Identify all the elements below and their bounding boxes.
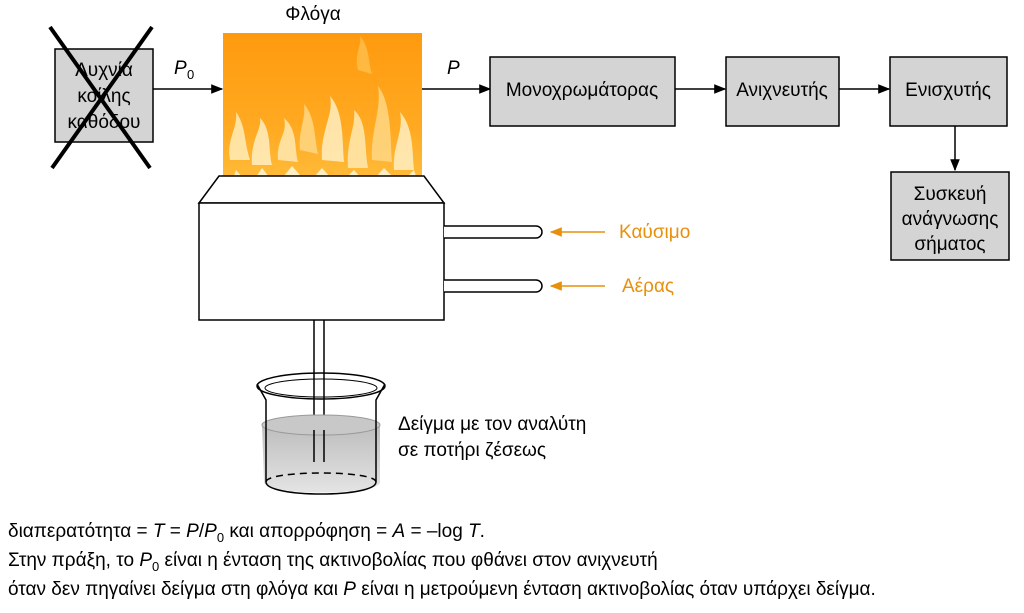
readout-label-line2: ανάγνωσης	[902, 209, 999, 230]
sample-label-line1: Δείγμα με τον αναλύτη	[398, 414, 586, 435]
sample-label-line2: σε ποτήρι ζέσεως	[398, 440, 546, 461]
p-label: P	[447, 58, 460, 79]
flame-title: Φλόγα	[285, 4, 340, 25]
flame	[223, 33, 422, 194]
readout-label-line1: Συσκευή	[914, 184, 987, 205]
p0-subscript: 0	[187, 67, 194, 82]
caption-line-1: διαπερατότητα = T = P/P0 και απορρόφηση …	[8, 521, 485, 545]
detector-label: Ανιχνευτής	[736, 80, 828, 101]
p0-label: P	[174, 58, 187, 79]
monochromator-label: Μονοχρωμάτορας	[506, 80, 658, 101]
readout-label-line3: σήματος	[914, 234, 985, 255]
monochromator-box	[489, 56, 676, 127]
amplifier-label: Ενισχυτής	[905, 80, 991, 101]
beaker	[256, 372, 386, 495]
amplifier-box	[889, 56, 1008, 127]
air-inlet-tube	[444, 279, 543, 293]
fuel-label: Καύσιμο	[619, 222, 690, 243]
burner	[197, 175, 543, 462]
readout-box	[890, 171, 1010, 261]
caption-line-2: Στην πράξη, το P0 είναι η ένταση της ακτ…	[8, 550, 658, 574]
air-label: Αέρας	[622, 276, 674, 297]
detector-box	[725, 56, 840, 127]
caption-line-3: όταν δεν πηγαίνει δείγμα στη φλόγα και P…	[8, 579, 876, 600]
hollow-cathode-lamp: Λυχνία κοίλης καθόδου	[48, 25, 154, 170]
fuel-inlet-tube	[444, 225, 543, 239]
cross-out-line-2	[50, 25, 154, 170]
